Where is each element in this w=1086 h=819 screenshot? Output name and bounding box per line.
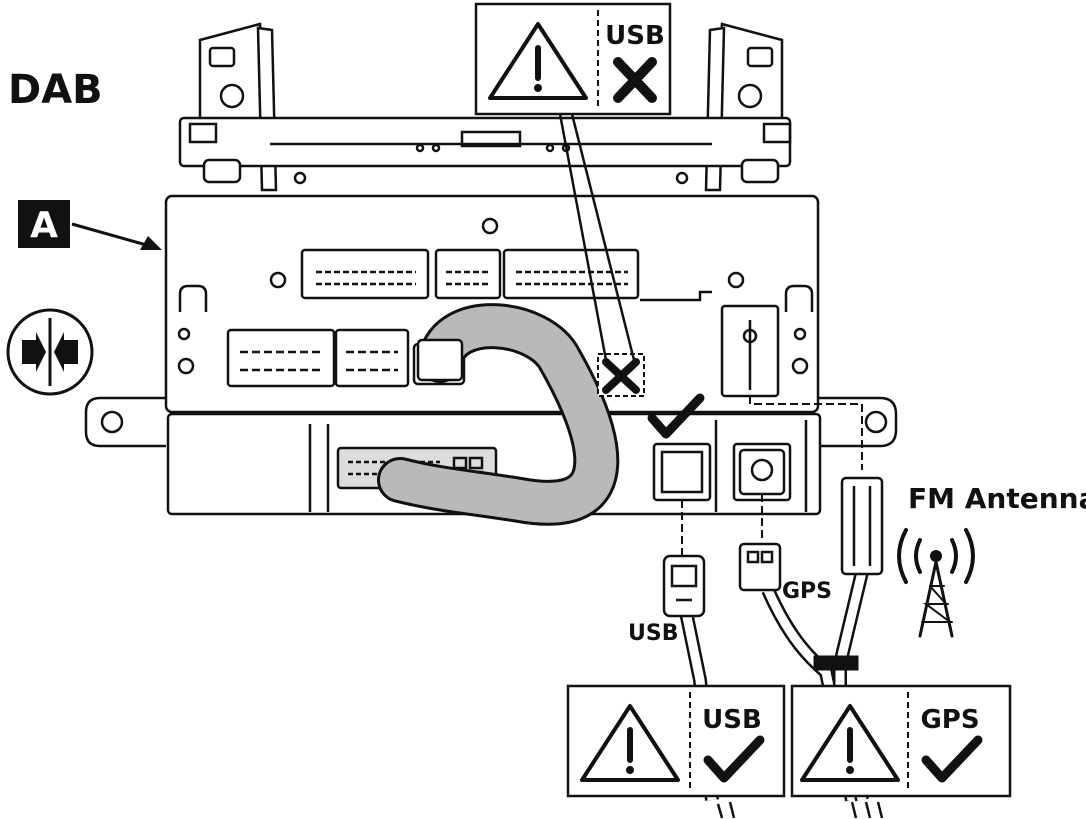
usb-cable-label: USB	[628, 621, 678, 646]
warning-triangle-icon	[800, 704, 900, 782]
radio-tower-icon	[897, 528, 975, 638]
pointer-arrow	[71, 222, 162, 250]
part-label-text: A	[30, 205, 58, 246]
fm-antenna-label: FM Antenna	[908, 482, 1086, 515]
check-icon	[703, 735, 765, 783]
top-warning-text: USB	[605, 21, 665, 51]
diagram-title: DAB	[8, 67, 103, 113]
top-warning-box: USB	[474, 2, 672, 116]
fm-plug	[840, 476, 884, 576]
warning-leader-lines	[558, 113, 636, 361]
push-connect-icon	[6, 308, 94, 396]
chassis-cross-icon	[597, 353, 645, 397]
warning-triangle-icon	[580, 704, 680, 782]
gps-warning-box: GPS	[790, 684, 1012, 798]
check-mark-icon	[647, 393, 705, 439]
usb-plug	[662, 554, 706, 618]
usb-warning-box: USB	[566, 684, 786, 798]
gps-plug	[738, 542, 782, 592]
part-label-a: A	[18, 200, 70, 248]
wire-harness	[377, 303, 620, 526]
gps-cable-label: GPS	[782, 579, 832, 604]
usb-warning-text: USB	[702, 705, 762, 735]
check-icon	[921, 735, 983, 783]
warning-triangle-icon	[488, 22, 588, 100]
gps-warning-text: GPS	[920, 705, 979, 735]
cross-icon	[613, 57, 657, 103]
